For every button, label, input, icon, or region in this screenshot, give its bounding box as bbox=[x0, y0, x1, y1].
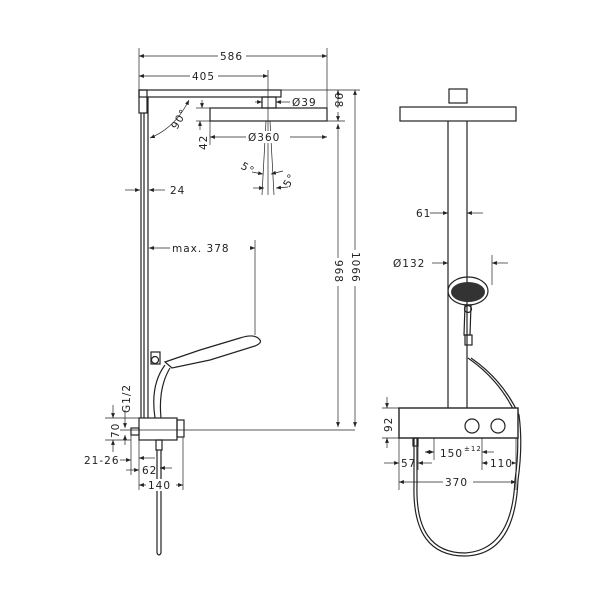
dim-57: 57 bbox=[401, 458, 416, 470]
dim-1066: 1066 bbox=[349, 252, 361, 283]
dim-max-378: max. 378 bbox=[172, 243, 230, 255]
dim-o132: Ø132 bbox=[393, 258, 425, 270]
shower-hose bbox=[153, 364, 171, 419]
head-connector bbox=[261, 96, 277, 109]
overhead-shower-head-front bbox=[399, 106, 517, 122]
head-connector-front bbox=[448, 88, 468, 104]
handshower bbox=[163, 335, 262, 369]
dim-angle-90: 90° bbox=[169, 107, 190, 132]
dim-o39: Ø39 bbox=[292, 97, 317, 109]
side-view: 586 405 Ø39 98 90° 42 Ø360 5° 5° 24 bbox=[84, 48, 362, 556]
overhead-arm bbox=[138, 89, 282, 98]
flow-knob bbox=[490, 418, 506, 434]
dim-370: 370 bbox=[445, 477, 468, 489]
dim-o360: Ø360 bbox=[248, 132, 280, 144]
dim-92: 92 bbox=[383, 417, 395, 432]
overhead-shower-head bbox=[209, 107, 328, 122]
dim-586: 586 bbox=[220, 51, 243, 63]
thermostat-mixer bbox=[398, 407, 519, 439]
dim-405: 405 bbox=[192, 71, 215, 83]
wall-inlet bbox=[130, 427, 140, 436]
dim-98: 98 bbox=[332, 93, 344, 108]
mixer-body bbox=[138, 417, 178, 441]
dim-140: 140 bbox=[148, 480, 171, 492]
dim-150-tolerance: ±12 bbox=[464, 445, 482, 453]
temperature-knob bbox=[464, 418, 480, 434]
dim-42: 42 bbox=[198, 135, 210, 150]
dim-g1-2: G1/2 bbox=[121, 384, 133, 413]
dim-110: 110 bbox=[490, 458, 513, 470]
front-view: 61 Ø132 92 150 ±12 57 110 370 bbox=[382, 88, 522, 557]
dim-61: 61 bbox=[416, 208, 431, 220]
lower-hose bbox=[156, 450, 162, 556]
dim-21-26: 21-26 bbox=[84, 455, 120, 467]
arm-elbow bbox=[138, 89, 148, 114]
dim-tilt-left: 5° bbox=[239, 160, 257, 177]
dim-70: 70 bbox=[110, 423, 122, 438]
dim-tilt-right: 5° bbox=[281, 171, 298, 189]
dim-968: 968 bbox=[332, 260, 344, 283]
hose-front bbox=[416, 357, 519, 554]
dim-62: 62 bbox=[142, 465, 157, 477]
dim-24: 24 bbox=[170, 185, 185, 197]
dim-150: 150 bbox=[440, 448, 463, 460]
mixer-knob bbox=[176, 419, 185, 438]
